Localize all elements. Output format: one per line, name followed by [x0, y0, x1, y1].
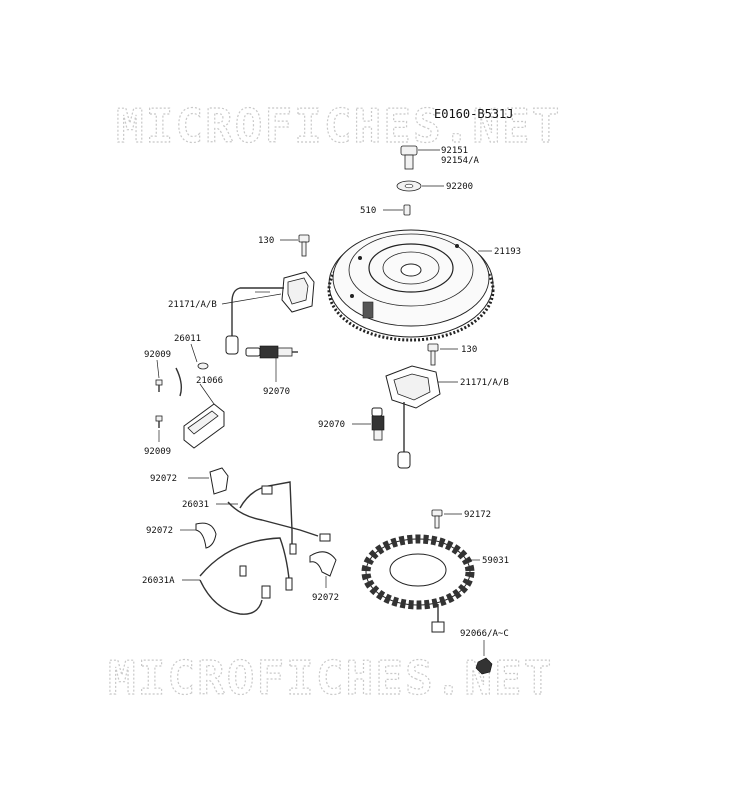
label-26031[interactable]: 26031	[182, 500, 209, 510]
label-92072-lower[interactable]: 92072	[312, 593, 339, 603]
flywheel-washer	[396, 180, 444, 192]
ignition-coil-left	[221, 271, 315, 355]
label-92154[interactable]: 92154/A	[441, 156, 480, 166]
stator	[361, 534, 480, 633]
ignition-coil-bolt-lower	[427, 343, 458, 366]
label-92072-upper[interactable]: 92072	[150, 474, 177, 484]
diagram-code: E0160-B531J	[434, 107, 513, 121]
igniter-module	[183, 383, 225, 449]
flywheel-bolt	[400, 145, 440, 170]
screw-92009-lower	[155, 415, 163, 442]
label-92009-upper[interactable]: 92009	[144, 350, 171, 360]
label-130-lower[interactable]: 130	[461, 345, 477, 355]
label-92066[interactable]: 92066/A~C	[460, 629, 509, 639]
label-26031a[interactable]: 26031A	[142, 576, 175, 586]
label-21066[interactable]: 21066	[196, 376, 223, 386]
clamp-92072-middle	[180, 522, 217, 549]
label-92070-left[interactable]: 92070	[263, 387, 290, 397]
terminal-nut	[475, 640, 493, 675]
wiring-harness-a	[182, 537, 293, 615]
ground-lead	[175, 343, 209, 397]
label-21171-right[interactable]: 21171/A/B	[460, 378, 509, 388]
watermark-bottom: MICROFICHES.NET	[108, 651, 553, 705]
label-92009-lower[interactable]: 92009	[144, 447, 171, 457]
ignition-coil-right	[385, 365, 458, 469]
spark-plug-left	[245, 345, 298, 382]
ignition-coil-bolt-upper	[280, 234, 310, 257]
label-92070-right[interactable]: 92070	[318, 420, 345, 430]
flywheel-key	[383, 204, 411, 216]
wiring-harness	[216, 481, 331, 555]
watermark-top: MICROFICHES.NET	[116, 99, 561, 153]
label-21193[interactable]: 21193	[494, 247, 521, 257]
label-26011[interactable]: 26011	[174, 334, 201, 344]
label-130-upper[interactable]: 130	[258, 236, 274, 246]
label-510[interactable]: 510	[360, 206, 376, 216]
label-59031[interactable]: 59031	[482, 556, 509, 566]
clamp-92072-upper	[188, 467, 229, 495]
label-21171-left[interactable]: 21171/A/B	[168, 300, 217, 310]
spark-plug-right	[352, 407, 385, 441]
stator-bolt	[431, 509, 462, 529]
screw-92009-upper	[155, 359, 163, 392]
label-92172[interactable]: 92172	[464, 510, 491, 520]
label-92072-middle[interactable]: 92072	[146, 526, 173, 536]
flywheel	[327, 229, 495, 342]
label-92200[interactable]: 92200	[446, 182, 473, 192]
clamp-92072-lower	[309, 551, 337, 588]
label-92151[interactable]: 92151	[441, 146, 468, 156]
